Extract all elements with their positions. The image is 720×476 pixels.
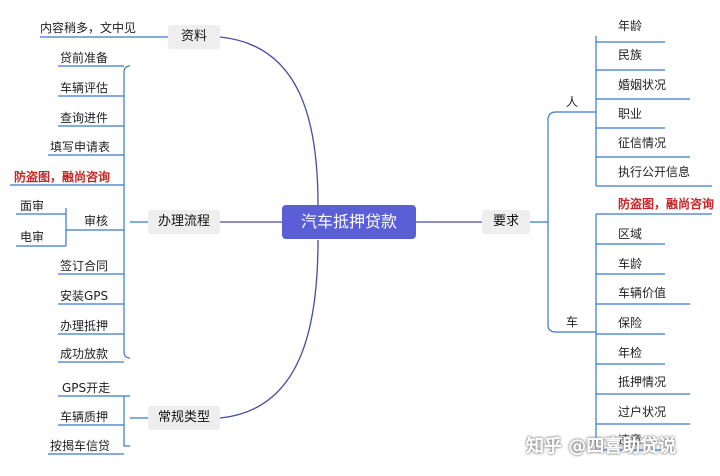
che-item[interactable]: 车龄 (618, 257, 643, 271)
link-center-ziliao (219, 36, 319, 206)
liucheng-item-shenhe[interactable]: 审核 (84, 214, 109, 228)
ren-item[interactable]: 年龄 (618, 19, 643, 33)
branch-leixing[interactable]: 常规类型 (148, 406, 220, 430)
liucheng-item[interactable]: 签订合同 (60, 259, 109, 273)
che-item[interactable]: 违章 (618, 433, 643, 447)
liucheng-item[interactable]: 安装GPS (60, 289, 109, 303)
shenhe-sub-item[interactable]: 电审 (20, 230, 45, 244)
che-item[interactable]: 车辆价值 (618, 286, 667, 300)
liucheng-item[interactable]: 办理抵押 (60, 319, 109, 333)
che-item[interactable]: 年检 (618, 346, 643, 360)
zhihu-watermark: 知乎 @四喜助贷说 (526, 436, 677, 457)
central-topic[interactable]: 汽车抵押贷款 (282, 205, 416, 239)
che-item[interactable]: 抵押情况 (618, 375, 667, 389)
liucheng-item[interactable]: 成功放款 (60, 347, 109, 361)
che-label[interactable]: 车 (566, 315, 579, 329)
che-item[interactable]: 过户状况 (618, 405, 667, 419)
ren-item[interactable]: 征信情况 (618, 136, 667, 150)
liucheng-item[interactable]: 车辆评估 (60, 81, 109, 95)
liucheng-item[interactable]: 贷前准备 (60, 51, 109, 65)
leixing-item[interactable]: GPS开走 (62, 381, 111, 395)
branch-yaoqiu[interactable]: 要求 (482, 210, 530, 234)
ren-item[interactable]: 民族 (618, 48, 643, 62)
branch-liucheng[interactable]: 办理流程 (148, 210, 220, 234)
shenhe-sub-item[interactable]: 面审 (20, 199, 45, 213)
branch-ziliao[interactable]: 资料 (168, 25, 220, 49)
ren-label[interactable]: 人 (566, 95, 579, 109)
watermark-note-right: 防盗图，融尚咨询 (618, 197, 715, 211)
che-item[interactable]: 保险 (618, 316, 643, 330)
ren-item[interactable]: 执行公开信息 (618, 165, 691, 179)
watermark-note-left: 防盗图，融尚咨询 (14, 170, 111, 184)
ziliao-item[interactable]: 内容稍多，文中见 (40, 21, 137, 35)
leixing-item[interactable]: 按揭车信贷 (50, 439, 111, 453)
link-center-leixing (219, 239, 319, 419)
leixing-item[interactable]: 车辆质押 (60, 410, 109, 424)
liucheng-item[interactable]: 查询进件 (60, 111, 109, 125)
ren-item[interactable]: 婚姻状况 (618, 78, 667, 92)
ren-item[interactable]: 职业 (618, 107, 643, 121)
che-item[interactable]: 区域 (618, 227, 643, 241)
liucheng-item[interactable]: 填写申请表 (50, 140, 111, 154)
